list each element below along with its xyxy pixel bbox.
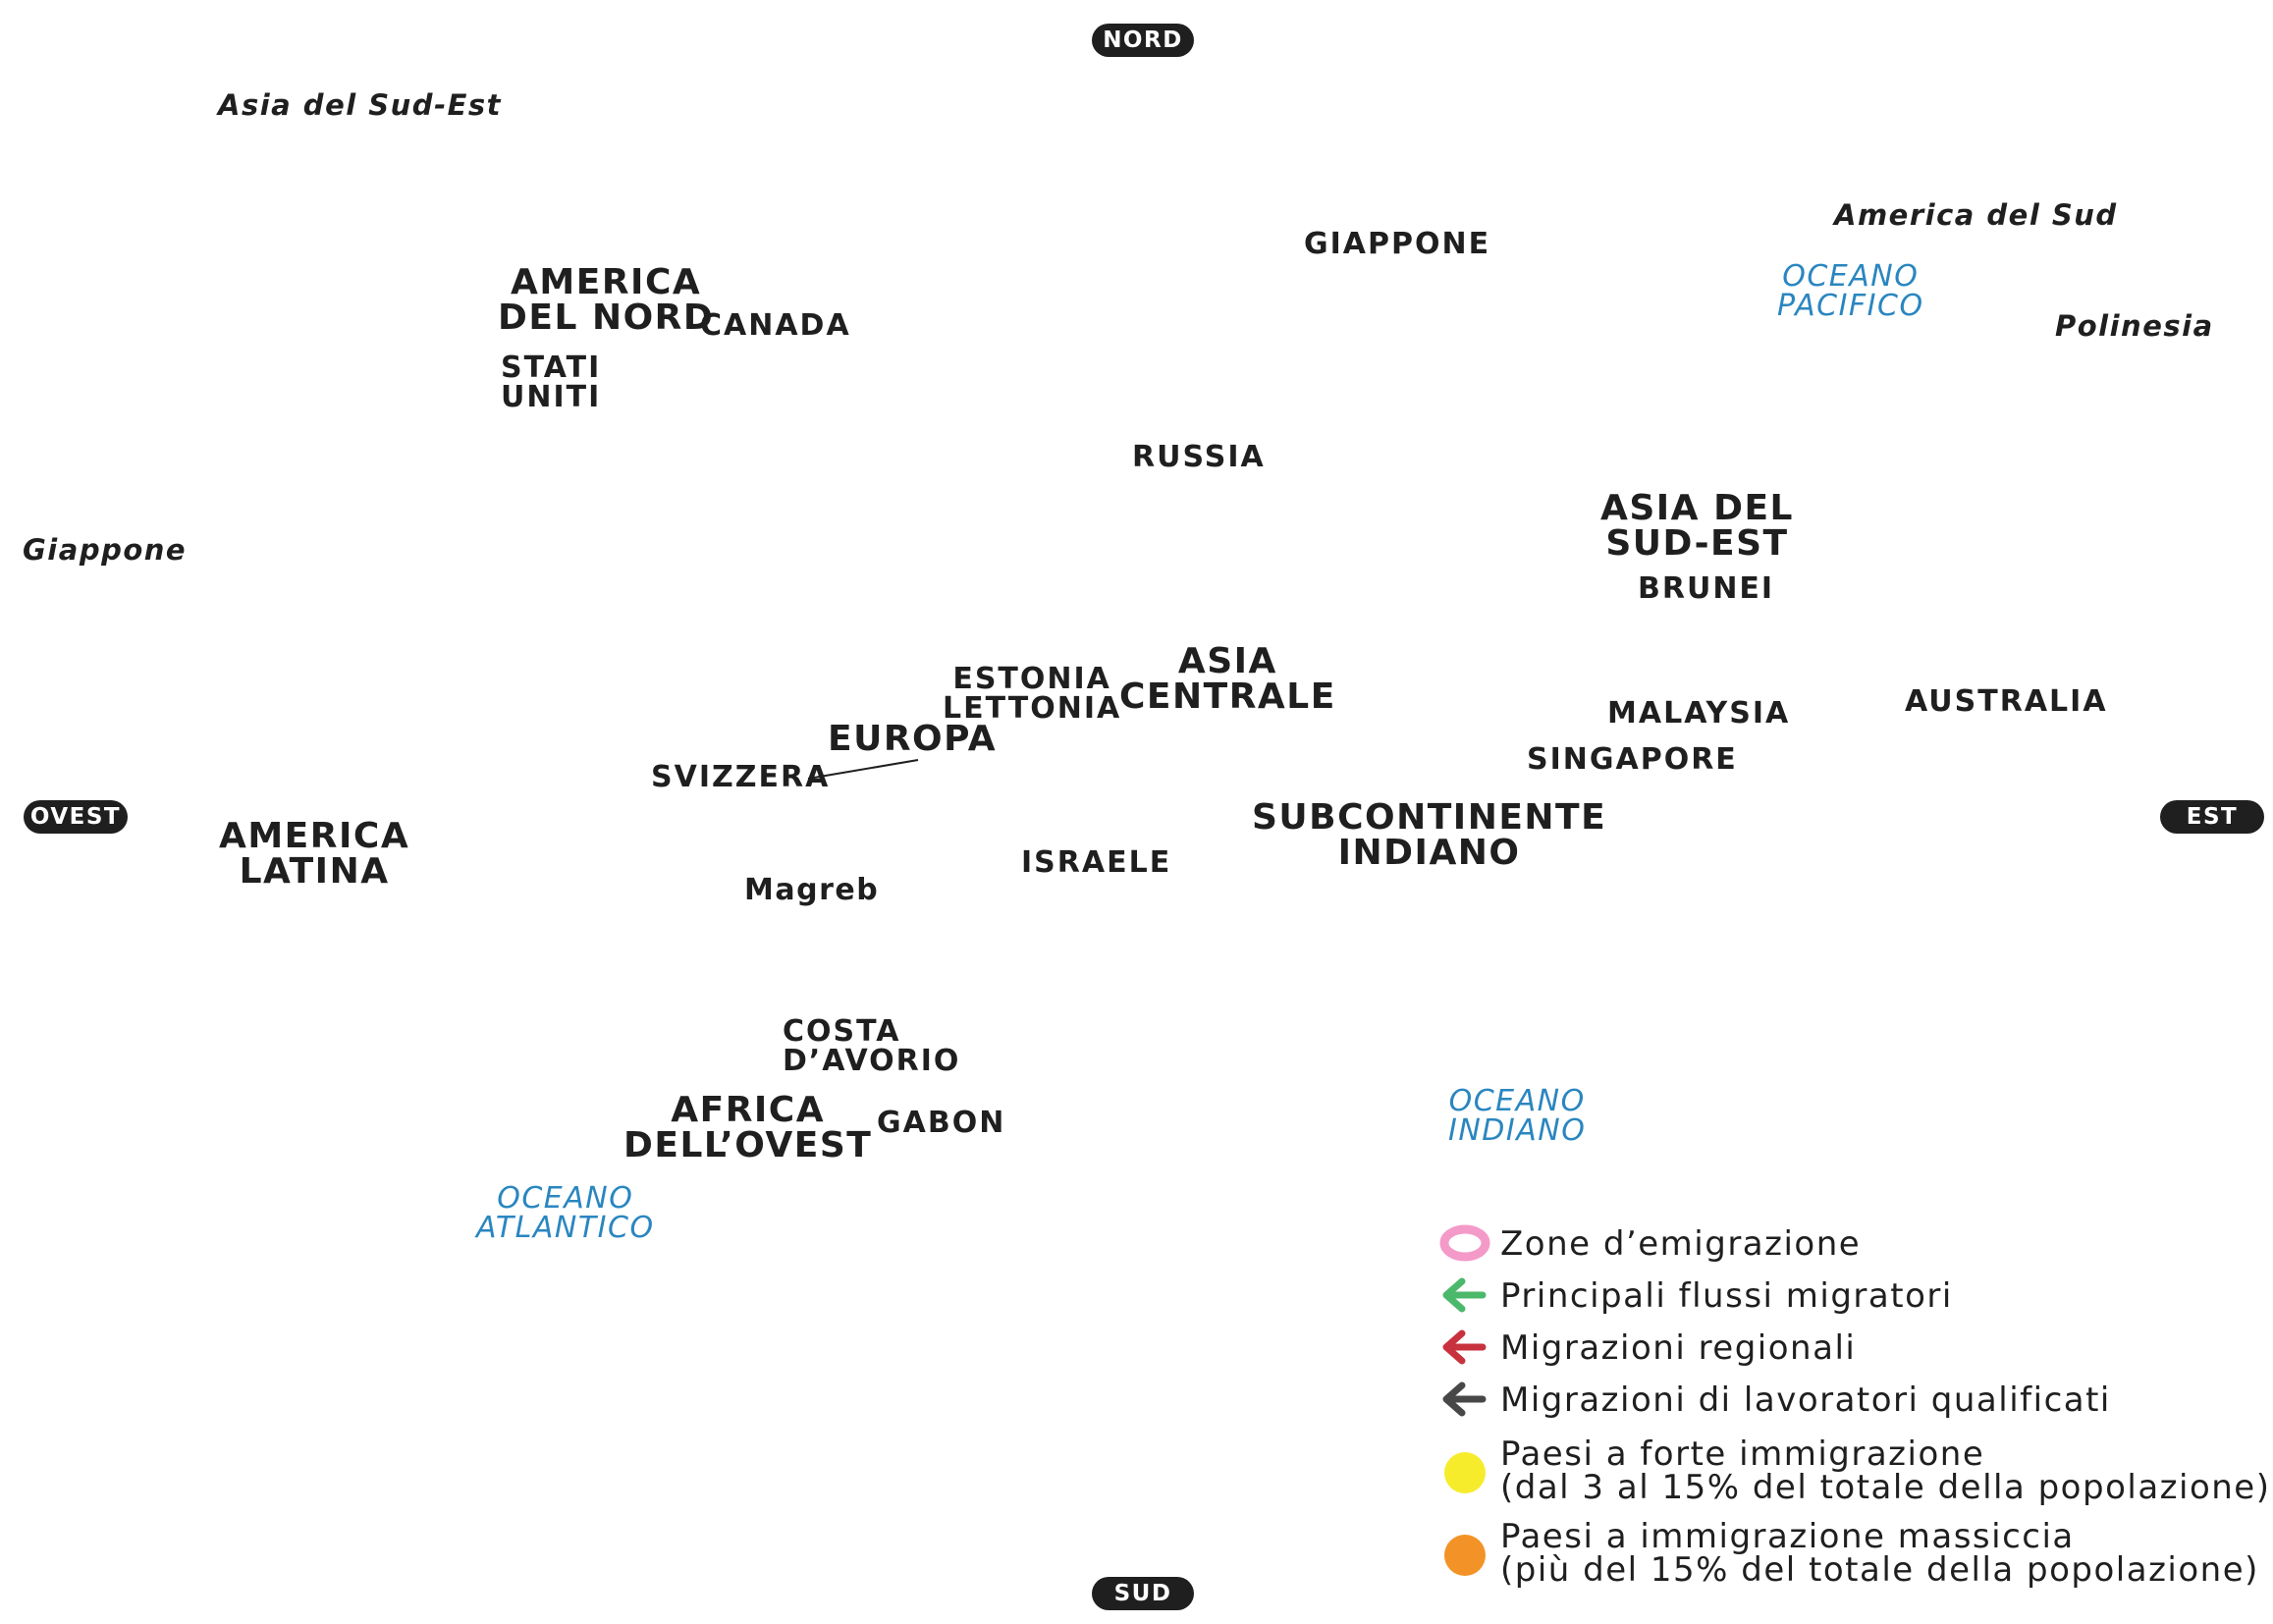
region-subcontinente-indiano-label: SUBCONTINENTE INDIANO: [1252, 797, 1607, 873]
ocean-indiano-label: OCEANO INDIANO: [1448, 1084, 1587, 1148]
legend-item-massive-immigration: Paesi a immigrazione massiccia (più del …: [1438, 1514, 2263, 1593]
red-arrow-icon: [1442, 1329, 1487, 1365]
compass-west: OVEST: [24, 800, 128, 834]
legend-item-strong-immigration: Paesi a forte immigrazione (dal 3 al 15%…: [1438, 1432, 2269, 1510]
ocean-pacifico-label: OCEANO PACIFICO: [1777, 259, 1924, 323]
region-america-latina-label: AMERICA LATINA: [219, 816, 410, 892]
legend-item-regional-migrations: Migrazioni regionali: [1438, 1324, 2263, 1373]
country-russia-label: RUSSIA: [1132, 440, 1266, 474]
legend-item-skilled-workers: Migrazioni di lavoratori qualificati: [1438, 1376, 2263, 1425]
country-canada-label: CANADA: [700, 308, 851, 343]
edge-label-asia-sud-est: Asia del Sud-Est: [218, 88, 503, 122]
country-gabon-label: GABON: [877, 1106, 1006, 1140]
country-svizzera-label: SVIZZERA: [651, 760, 831, 794]
edge-label-giappone: Giappone: [23, 533, 188, 567]
country-magreb-label: Magreb: [744, 873, 880, 907]
country-stati-uniti-label: STATI UNITI: [501, 351, 602, 414]
region-europa-label: EUROPA: [828, 719, 998, 759]
edge-label-america-sud: America del Sud: [1834, 198, 2118, 232]
country-giappone-label: GIAPPONE: [1304, 227, 1491, 261]
country-estonia-lettonia-label: ESTONIA LETTONIA: [943, 662, 1122, 726]
country-singapore-label: SINGAPORE: [1527, 742, 1738, 777]
orange-dot-icon: [1444, 1535, 1486, 1576]
yellow-dot-icon: [1444, 1452, 1486, 1493]
compass-north: NORD: [1092, 24, 1194, 57]
region-africa-ovest-label: AFRICA DELL’OVEST: [623, 1090, 873, 1165]
country-australia-label: AUSTRALIA: [1905, 684, 2108, 719]
region-america-nord-label: AMERICA DEL NORD: [498, 262, 715, 338]
gray-arrow-icon: [1442, 1381, 1487, 1417]
pink-ring-icon: [1439, 1224, 1490, 1262]
legend-item-emigration-zones: Zone d’emigrazione: [1438, 1219, 2263, 1269]
legend-item-main-flows: Principali flussi migratori: [1438, 1272, 2263, 1321]
edge-label-polinesia: Polinesia: [2055, 309, 2214, 343]
region-asia-centrale-label: ASIA CENTRALE: [1119, 641, 1336, 717]
compass-south: SUD: [1092, 1577, 1194, 1610]
country-brunei-label: BRUNEI: [1638, 571, 1775, 606]
compass-east: EST: [2160, 800, 2264, 834]
ocean-atlantico-label: OCEANO ATLANTICO: [476, 1181, 655, 1245]
country-malaysia-label: MALAYSIA: [1607, 696, 1791, 731]
country-costa-avorio-label: COSTA D’AVORIO: [783, 1014, 961, 1078]
country-israele-label: ISRAELE: [1021, 845, 1172, 880]
region-asia-sud-est-label: ASIA DEL SUD-EST: [1600, 488, 1794, 564]
green-arrow-icon: [1442, 1277, 1487, 1313]
